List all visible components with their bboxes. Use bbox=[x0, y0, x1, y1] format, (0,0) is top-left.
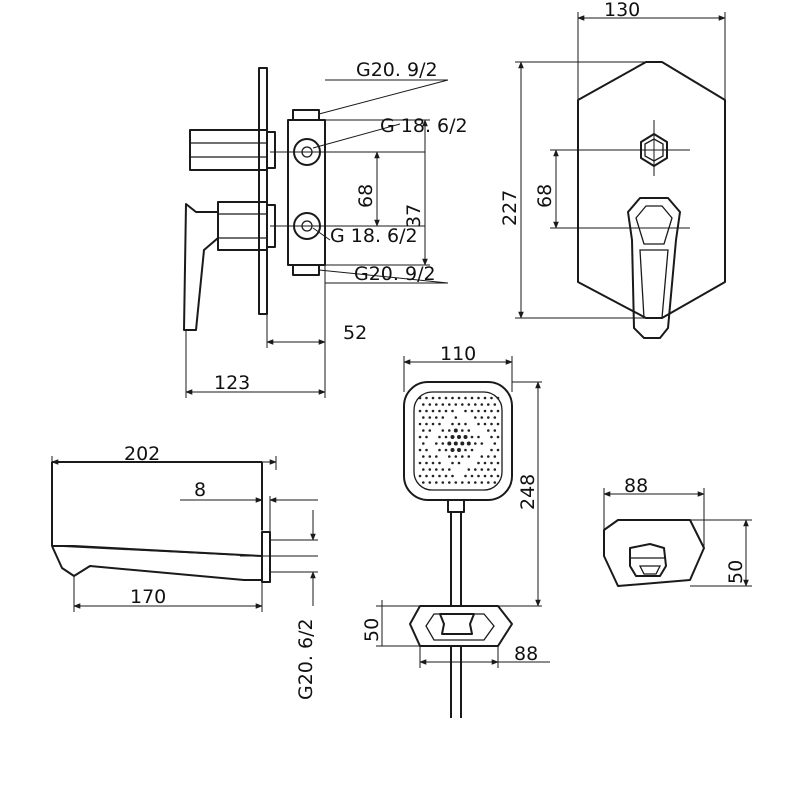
spout-flange-label: 8 bbox=[194, 479, 206, 501]
valve-port-lower-label: G 18. 6/2 bbox=[330, 225, 418, 247]
valve-side-view: G20. 9/2 G 18. 6/2 G 18. 6/2 G20. 9/2 68… bbox=[183, 59, 468, 398]
spout-side-view: 202 8 170 G20. 6/2 bbox=[51, 443, 318, 700]
diverter-height-label: 50 bbox=[725, 560, 747, 584]
valve-thread-bottom-label: G20. 9/2 bbox=[354, 263, 436, 285]
diverter-view: 88 50 bbox=[603, 475, 752, 587]
shower-width-label: 110 bbox=[440, 343, 476, 365]
diverter-width-label: 88 bbox=[624, 475, 648, 497]
valve-total-depth-label: 123 bbox=[214, 372, 250, 394]
plate-center-distance-label: 68 bbox=[534, 184, 556, 208]
spout-length-label: 202 bbox=[124, 443, 160, 465]
plate-height-label: 227 bbox=[499, 190, 521, 226]
valve-height-label: 37 bbox=[403, 204, 425, 228]
mixer-plate-front-view: 130 227 68 bbox=[499, 0, 726, 339]
holder-width-label: 88 bbox=[514, 643, 538, 665]
shower-length-label: 248 bbox=[517, 474, 539, 510]
spout-reach-label: 170 bbox=[130, 586, 166, 608]
shower-nozzle-pattern bbox=[418, 396, 500, 484]
valve-center-distance-label: 68 bbox=[355, 184, 377, 208]
holder-height-label: 50 bbox=[361, 618, 383, 642]
hand-shower-view: 110 248 50 88 bbox=[361, 343, 550, 718]
plate-width-label: 130 bbox=[604, 0, 640, 21]
spout-thread-label: G20. 6/2 bbox=[295, 618, 317, 700]
valve-port-upper-label: G 18. 6/2 bbox=[380, 115, 468, 137]
valve-depth-label: 52 bbox=[343, 322, 367, 344]
valve-thread-top-label: G20. 9/2 bbox=[356, 59, 438, 81]
